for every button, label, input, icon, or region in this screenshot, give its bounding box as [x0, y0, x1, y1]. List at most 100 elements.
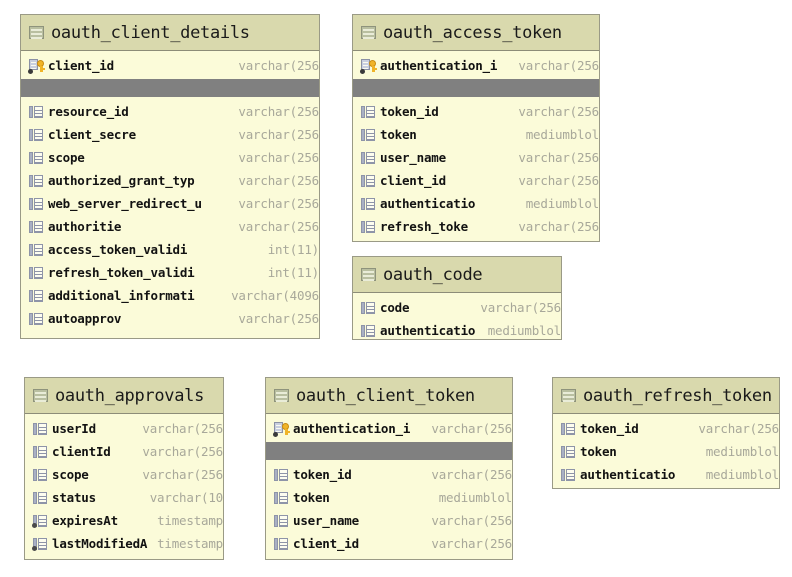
column-name: user_name	[293, 513, 359, 528]
column-icon	[32, 467, 52, 483]
primary-key-separator	[266, 442, 512, 460]
column-icon	[28, 127, 48, 143]
column-name: token	[293, 490, 330, 505]
column-icon	[28, 104, 48, 120]
column-type: timestamp	[157, 513, 223, 528]
column-row[interactable]: token_id varchar(256	[266, 463, 512, 486]
column-name: code	[380, 300, 410, 315]
column-icon	[360, 104, 380, 120]
column-icon	[28, 173, 48, 189]
column-type: varchar(256	[518, 104, 599, 119]
table-grid-icon	[33, 389, 48, 402]
column-name: status	[52, 490, 96, 505]
entity-header[interactable]: oauth_refresh_token	[553, 378, 779, 414]
entity-header[interactable]: oauth_client_token	[266, 378, 512, 414]
column-name: user_name	[380, 150, 446, 165]
column-name: refresh_toke	[380, 219, 468, 234]
column-icon	[360, 300, 380, 316]
column-icon	[28, 242, 48, 258]
column-icon	[28, 219, 48, 235]
column-name: token_id	[293, 467, 352, 482]
column-name: autoapprov	[48, 311, 122, 326]
entity-header[interactable]: oauth_approvals	[25, 378, 223, 414]
column-type: varchar(256	[431, 467, 512, 482]
indexed-column-icon	[32, 536, 52, 552]
column-icon	[28, 265, 48, 281]
column-name: authenticatio	[380, 323, 476, 338]
table-grid-icon	[29, 26, 44, 39]
column-type: mediumblol	[438, 490, 512, 505]
table-grid-icon	[361, 26, 376, 39]
column-type: int(11)	[267, 265, 319, 280]
entity-header[interactable]: oauth_code	[353, 257, 561, 293]
column-row[interactable]: token mediumblol	[266, 486, 512, 509]
column-icon	[360, 127, 380, 143]
column-icon	[32, 444, 52, 460]
column-type: varchar(256	[238, 104, 319, 119]
column-icon	[28, 288, 48, 304]
column-row[interactable]: authenticatio mediumblol	[553, 463, 779, 486]
column-type: varchar(256	[431, 536, 512, 551]
index-dot-icon	[360, 68, 365, 74]
column-icon	[28, 311, 48, 327]
column-icon	[273, 513, 293, 529]
primary-key-separator	[21, 79, 319, 97]
column-name: access_token_validi	[48, 242, 188, 257]
column-name: client_id	[48, 58, 114, 73]
column-name: authenticatio	[580, 467, 676, 482]
index-dot-icon	[32, 545, 37, 551]
index-dot-icon	[28, 68, 33, 74]
entity-header[interactable]: oauth_client_details	[21, 15, 319, 51]
column-type: mediumblol	[705, 467, 779, 482]
entity-header[interactable]: oauth_access_token	[353, 15, 599, 51]
column-type: varchar(256	[238, 311, 319, 326]
column-name: userId	[52, 421, 96, 436]
column-name: authorized_grant_typ	[48, 173, 195, 188]
table-grid-icon	[561, 389, 576, 402]
column-icon	[28, 150, 48, 166]
column-type: varchar(256	[518, 58, 599, 73]
entity-title: oauth_client_details	[51, 22, 250, 43]
column-row[interactable]: autoapprov varchar(256	[21, 307, 319, 330]
column-icon	[560, 444, 580, 460]
column-type: varchar(256	[238, 127, 319, 142]
